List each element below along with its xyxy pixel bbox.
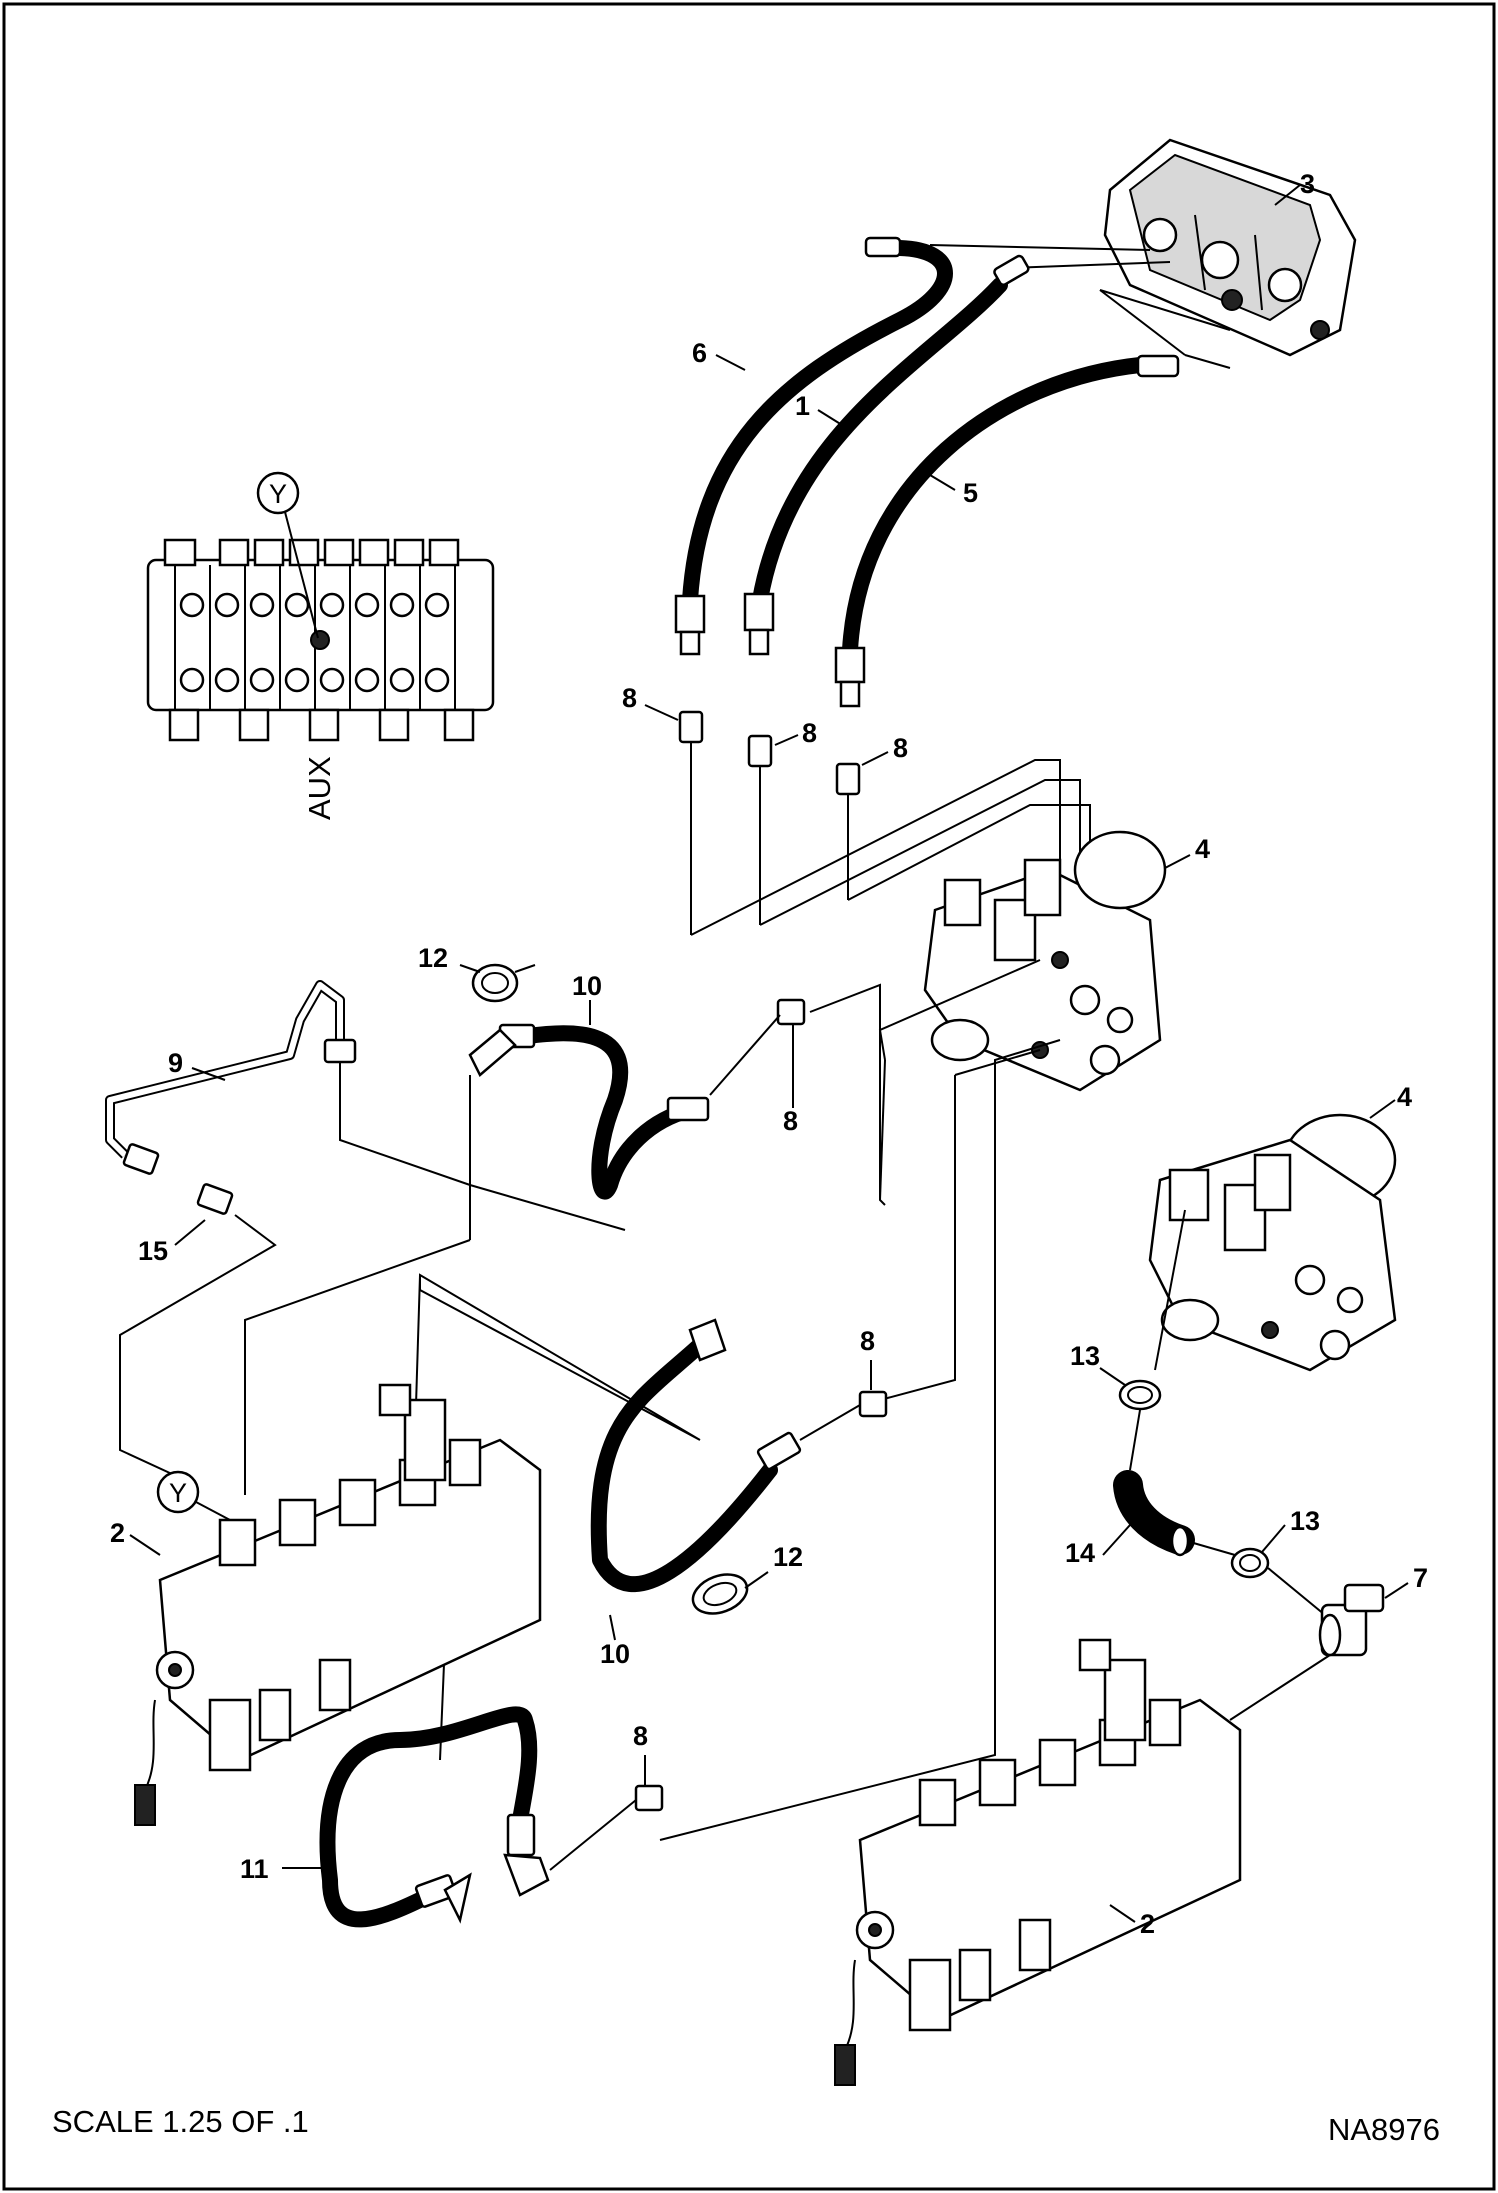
callout-15: 15	[138, 1236, 168, 1266]
callout-10-upper: 10	[572, 971, 602, 1001]
callout-3: 3	[1300, 169, 1315, 199]
callout-2-right: 2	[1140, 1909, 1155, 1939]
callout-10-lower: 10	[600, 1639, 630, 1669]
gear-pump	[1103, 138, 1357, 357]
clamp-12-upper	[471, 963, 536, 1003]
callout-4-lower: 4	[1397, 1082, 1412, 1112]
hose-1	[743, 254, 1030, 656]
callout-11: 11	[240, 1854, 269, 1884]
valve-block-4-upper	[923, 830, 1167, 1092]
callout-12-upper: 12	[418, 943, 448, 973]
fitting-8-e	[858, 1390, 888, 1418]
callout-4-upper: 4	[1195, 834, 1210, 864]
ref-circle-y-bottom: Y	[156, 1470, 231, 1521]
callout-14: 14	[1065, 1538, 1095, 1568]
fitting-8-b	[747, 734, 773, 925]
hose-5	[834, 354, 1180, 708]
callout-7: 7	[1413, 1563, 1428, 1593]
callout-8-f: 8	[633, 1721, 648, 1751]
aux-label: AUX	[302, 756, 337, 820]
clamp-13-lower	[1230, 1547, 1270, 1579]
tube-9	[105, 980, 357, 1175]
ref-y-bottom-label: Y	[169, 1478, 187, 1508]
callout-8-b: 8	[802, 718, 817, 748]
clamp-13-upper	[1118, 1379, 1162, 1411]
control-valve-2-left	[134, 1383, 542, 1826]
fitting-15	[196, 1183, 234, 1215]
ref-circle-y-top: Y	[256, 471, 319, 639]
hose-10-lower	[590, 1318, 802, 1593]
callout-1: 1	[795, 391, 810, 421]
callout-13-upper: 13	[1070, 1341, 1100, 1371]
hose-11	[319, 1706, 550, 1928]
callout-8-c: 8	[893, 733, 908, 763]
callout-13-lower: 13	[1290, 1506, 1320, 1536]
hose-10-upper	[468, 1023, 710, 1200]
scale-note: SCALE 1.25 OF .1	[52, 2104, 309, 2139]
fitting-8-d	[776, 998, 806, 1026]
callout-12-lower: 12	[773, 1542, 803, 1572]
elbow-fitting-7	[1318, 1583, 1385, 1657]
fitting-8-c	[835, 762, 861, 900]
clamp-12-lower	[691, 1573, 749, 1615]
callout-8-e: 8	[860, 1326, 875, 1356]
aux-detail-view	[146, 538, 495, 742]
control-valve-2-right	[834, 1638, 1242, 2086]
callout-6: 6	[692, 338, 707, 368]
callout-8-a: 8	[622, 683, 637, 713]
drawing-id: NA8976	[1328, 2112, 1440, 2147]
callout-5: 5	[963, 478, 978, 508]
callout-9: 9	[168, 1048, 183, 1078]
hose-6	[674, 236, 953, 656]
hose-14	[1113, 1470, 1195, 1557]
valve-block-4-lower	[1148, 1113, 1397, 1372]
ref-y-top-label: Y	[269, 479, 287, 509]
callout-2-left: 2	[110, 1518, 125, 1548]
fitting-8-a	[678, 710, 704, 935]
callout-8-d: 8	[783, 1106, 798, 1136]
fitting-8-f	[634, 1784, 664, 1812]
